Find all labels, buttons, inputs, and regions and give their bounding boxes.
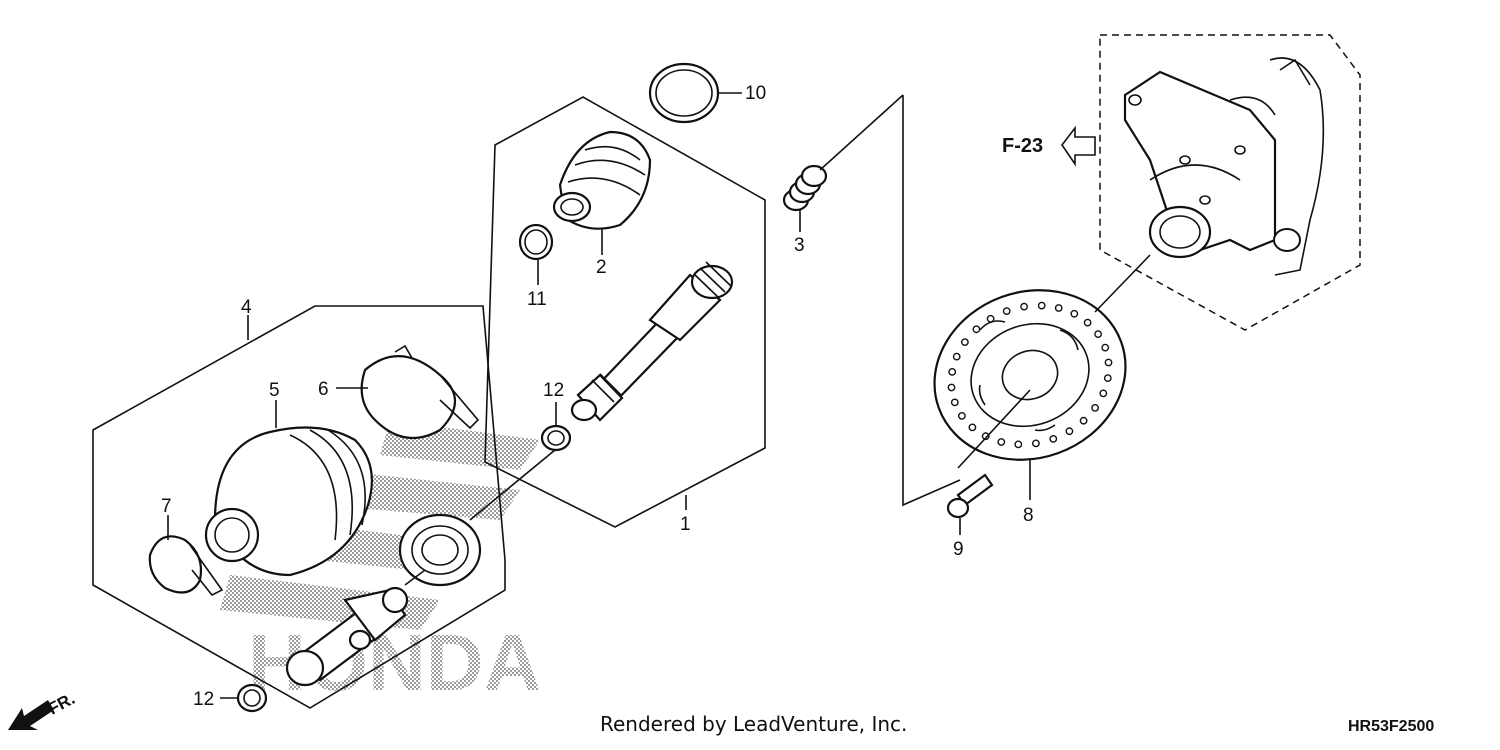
disc-hole	[1037, 301, 1046, 310]
washer-lower	[236, 683, 268, 713]
disc-hole	[1049, 434, 1058, 443]
brake-disc-bracket-line	[902, 95, 961, 507]
reference-label: F-23	[1002, 135, 1043, 157]
callout-7: 7	[161, 496, 172, 517]
disc-hole	[958, 411, 966, 420]
callout-1: 1	[680, 514, 691, 535]
disc-hole	[1065, 427, 1074, 436]
group-outline-shaft-assembly	[484, 96, 766, 528]
callout-12-lower: 12	[193, 689, 214, 710]
outer-boot	[204, 426, 373, 577]
o-ring-small	[518, 223, 554, 261]
disc-hole	[948, 367, 957, 376]
disc-hole	[1091, 403, 1100, 412]
disc-hole	[997, 438, 1006, 446]
callout-6: 6	[318, 379, 329, 400]
brake-disc-holes	[947, 301, 1113, 449]
callout-10: 10	[745, 83, 766, 104]
disc-bolt	[946, 473, 994, 519]
callout-4: 4	[241, 297, 252, 318]
drive-shaft	[570, 261, 734, 422]
disc-hole	[952, 352, 961, 361]
callout-2: 2	[596, 257, 607, 278]
boot-band-small	[148, 535, 224, 597]
disc-hole	[1094, 330, 1103, 338]
disc-hole	[1079, 416, 1088, 425]
group-box-knuckle	[1099, 34, 1361, 331]
boot-band-large	[360, 344, 480, 440]
disc-hole	[1020, 302, 1028, 311]
callout-3: 3	[794, 235, 805, 256]
group-outline-boot-assembly	[92, 305, 506, 709]
credit-text: Rendered by LeadVenture, Inc.	[600, 712, 907, 736]
bearing-seal	[398, 513, 482, 587]
brake-disc	[933, 289, 1127, 461]
disc-hole	[1099, 389, 1108, 398]
disc-hole	[972, 325, 981, 334]
disc-hole	[1083, 318, 1092, 327]
front-direction-label: FR.	[45, 689, 78, 719]
callout-8: 8	[1023, 505, 1034, 526]
reference-arrow	[1061, 125, 1096, 167]
disc-hole	[1032, 439, 1040, 448]
universal-joint	[285, 586, 409, 687]
disc-hole	[1070, 309, 1079, 318]
disc-hole	[947, 383, 956, 392]
spring	[782, 164, 828, 212]
disc-hole	[1014, 440, 1023, 449]
disc-hole	[968, 423, 977, 432]
front-direction-arrow	[8, 700, 54, 730]
diagram-code: HR53F2500	[1348, 718, 1434, 735]
disc-hole	[1054, 304, 1063, 312]
callout-9: 9	[953, 539, 964, 560]
callout-12-upper: 12	[543, 380, 564, 401]
washer-upper	[540, 424, 572, 452]
inner-boot	[552, 130, 652, 230]
o-ring-large	[648, 62, 720, 124]
disc-hole	[1104, 358, 1113, 367]
callout-5: 5	[269, 380, 280, 401]
disc-hole	[1002, 307, 1011, 315]
callout-11: 11	[527, 289, 547, 310]
disc-hole	[981, 432, 990, 441]
disc-hole	[961, 338, 969, 346]
disc-hole	[950, 398, 959, 407]
knuckle-hub	[1123, 57, 1325, 276]
disc-hole	[1103, 374, 1112, 382]
disc-hole	[1101, 343, 1110, 352]
leader-lines	[167, 92, 1151, 699]
